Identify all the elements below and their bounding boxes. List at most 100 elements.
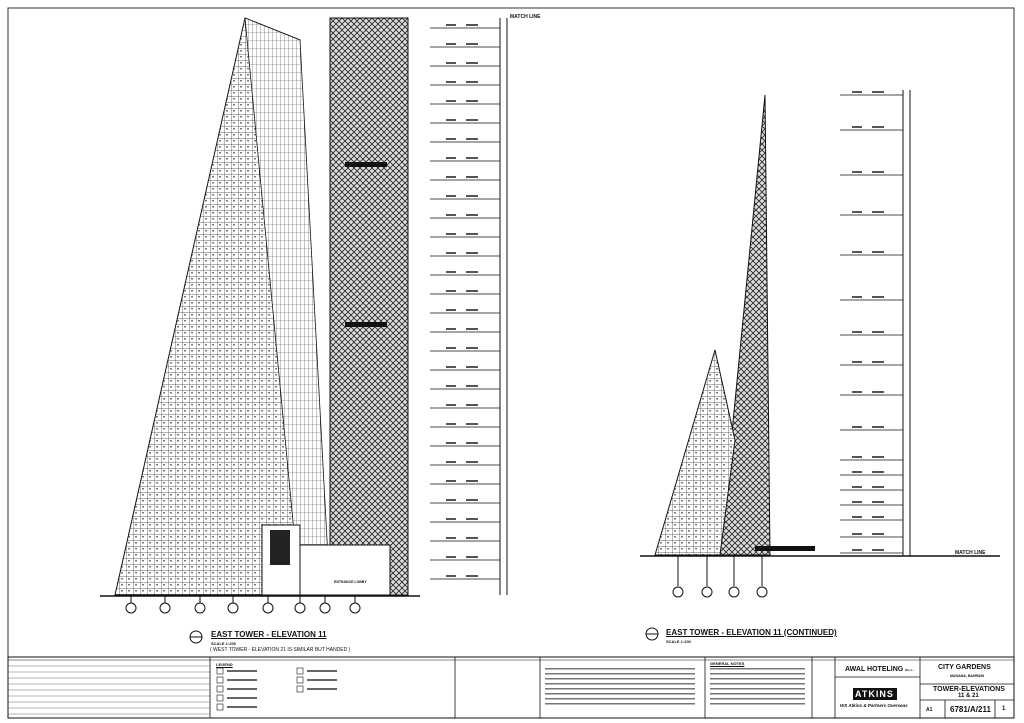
level-label bbox=[872, 391, 884, 393]
level-marker bbox=[852, 126, 862, 128]
level-label bbox=[466, 309, 478, 311]
atkins-logo: ATKINS bbox=[855, 689, 894, 699]
note-line bbox=[545, 698, 695, 700]
level-marker bbox=[852, 331, 862, 333]
project-location: MANAMA, BAHRAIN bbox=[950, 674, 985, 678]
note-line bbox=[545, 678, 695, 680]
level-label bbox=[872, 91, 884, 93]
legend-text bbox=[307, 688, 337, 690]
drawing-number: 6781/A/211 bbox=[950, 705, 991, 714]
general-note-line bbox=[710, 678, 805, 680]
general-note-line bbox=[710, 698, 805, 700]
level-marker bbox=[446, 404, 456, 406]
level-label bbox=[872, 456, 884, 458]
level-label bbox=[466, 233, 478, 235]
level-label bbox=[466, 43, 478, 45]
level-marker bbox=[852, 91, 862, 93]
level-label bbox=[466, 214, 478, 216]
project-name: CITY GARDENS bbox=[938, 664, 991, 671]
level-label bbox=[872, 211, 884, 213]
client-suffix: W.L.L. bbox=[905, 668, 915, 672]
level-marker bbox=[852, 171, 862, 173]
level-label bbox=[872, 251, 884, 253]
general-note-line bbox=[710, 693, 805, 695]
grid-bubble bbox=[701, 586, 713, 598]
level-marker bbox=[446, 271, 456, 273]
level-label bbox=[466, 62, 478, 64]
level-marker bbox=[446, 290, 456, 292]
level-label bbox=[872, 486, 884, 488]
level-label bbox=[466, 518, 478, 520]
general-note-line bbox=[710, 688, 805, 690]
level-marker bbox=[446, 119, 456, 121]
grid-bubble bbox=[227, 602, 239, 614]
match-line-label-top: MATCH LINE bbox=[510, 14, 541, 20]
level-label bbox=[872, 533, 884, 535]
drawing-title-line2: 11 & 21 bbox=[958, 693, 979, 699]
level-marker bbox=[446, 442, 456, 444]
consultant-name: WS Atkins & Partners Overseas bbox=[840, 703, 908, 708]
east-tower-elevation-continued bbox=[640, 90, 1000, 598]
view-scale-1: SCALE 1:200 bbox=[211, 641, 236, 646]
level-label bbox=[466, 24, 478, 26]
level-label bbox=[466, 138, 478, 140]
legend-text bbox=[227, 670, 257, 672]
level-label bbox=[466, 176, 478, 178]
level-label bbox=[466, 423, 478, 425]
legend-swatch bbox=[296, 667, 304, 675]
general-note-line bbox=[710, 668, 805, 670]
note-line bbox=[545, 688, 695, 690]
level-label bbox=[466, 385, 478, 387]
level-label bbox=[872, 501, 884, 503]
level-label bbox=[872, 331, 884, 333]
level-label bbox=[466, 290, 478, 292]
legend-swatch bbox=[296, 685, 304, 693]
level-marker bbox=[446, 43, 456, 45]
level-marker bbox=[446, 81, 456, 83]
level-marker bbox=[446, 499, 456, 501]
legend-swatch bbox=[216, 685, 224, 693]
level-label bbox=[466, 100, 478, 102]
level-marker bbox=[852, 361, 862, 363]
general-note-line bbox=[710, 673, 805, 675]
level-label bbox=[466, 537, 478, 539]
legend-text bbox=[227, 679, 257, 681]
note-line bbox=[545, 703, 695, 705]
sheet-size: A1 bbox=[926, 707, 933, 713]
entrance-lobby-label: ENTRANCE LOBBY bbox=[334, 580, 367, 584]
level-label bbox=[466, 119, 478, 121]
level-marker bbox=[852, 296, 862, 298]
level-marker bbox=[446, 195, 456, 197]
grid-bubble bbox=[159, 602, 171, 614]
level-marker bbox=[446, 366, 456, 368]
legend-text bbox=[227, 688, 257, 690]
level-marker bbox=[446, 233, 456, 235]
level-marker bbox=[446, 138, 456, 140]
level-label bbox=[466, 157, 478, 159]
level-label bbox=[466, 271, 478, 273]
level-marker bbox=[446, 575, 456, 577]
revision-number: 1 bbox=[1002, 706, 1006, 712]
east-tower-elevation bbox=[100, 17, 508, 614]
level-marker bbox=[446, 100, 456, 102]
level-marker bbox=[446, 24, 456, 26]
level-marker bbox=[446, 328, 456, 330]
grid-bubble bbox=[756, 586, 768, 598]
level-label bbox=[872, 361, 884, 363]
general-note-line bbox=[710, 703, 805, 705]
level-label bbox=[872, 171, 884, 173]
level-marker bbox=[446, 537, 456, 539]
level-marker bbox=[852, 211, 862, 213]
level-label bbox=[466, 556, 478, 558]
level-marker bbox=[446, 556, 456, 558]
level-label bbox=[466, 461, 478, 463]
level-label bbox=[466, 404, 478, 406]
level-marker bbox=[852, 426, 862, 428]
level-label bbox=[872, 126, 884, 128]
level-marker bbox=[852, 486, 862, 488]
client-text: AWAL HOTELING bbox=[845, 666, 904, 673]
level-label bbox=[872, 549, 884, 551]
level-marker bbox=[852, 251, 862, 253]
legend-swatch bbox=[216, 676, 224, 684]
